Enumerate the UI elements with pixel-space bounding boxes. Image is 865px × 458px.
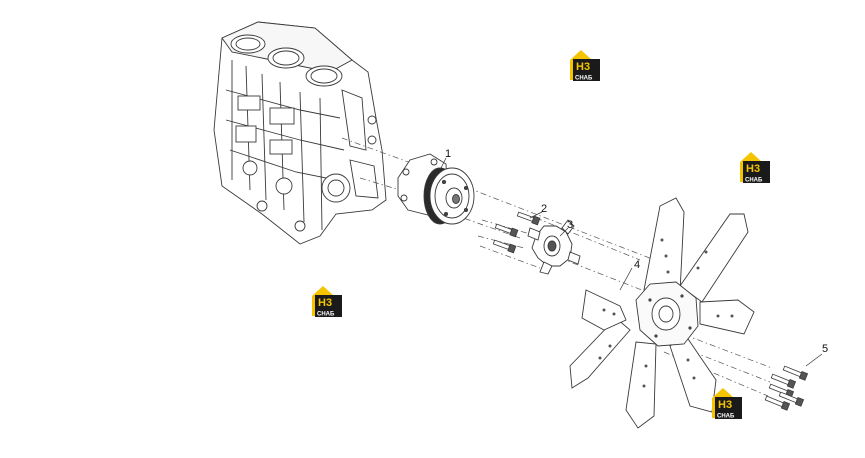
bolts-set-2 — [492, 211, 541, 254]
engine-block — [213, 21, 387, 245]
logo-watermark: H3 СНАБ — [740, 152, 770, 184]
logo-watermark: H3 СНАБ — [712, 388, 742, 420]
logo-watermark: H3 СНАБ — [312, 286, 342, 318]
svg-text:H3: H3 — [718, 399, 732, 411]
fan-spacer — [527, 219, 581, 275]
cooling-fan — [569, 197, 755, 429]
callout-2: 2 — [541, 203, 547, 215]
callout-5: 5 — [822, 343, 828, 355]
svg-text:H3: H3 — [576, 61, 590, 73]
svg-text:H3: H3 — [746, 163, 760, 175]
svg-text:СНАБ: СНАБ — [317, 312, 335, 318]
callout-1: 1 — [445, 148, 451, 160]
svg-text:H3: H3 — [318, 297, 332, 309]
svg-text:СНАБ: СНАБ — [745, 178, 763, 184]
bolts-set-5 — [764, 365, 809, 411]
callout-leaders — [439, 157, 823, 367]
callout-3: 3 — [567, 219, 573, 231]
svg-text:СНАБ: СНАБ — [717, 414, 735, 420]
callout-4: 4 — [634, 259, 640, 271]
svg-text:СНАБ: СНАБ — [575, 76, 593, 82]
water-pump — [397, 153, 475, 225]
logo-watermark: H3 СНАБ — [570, 50, 600, 82]
